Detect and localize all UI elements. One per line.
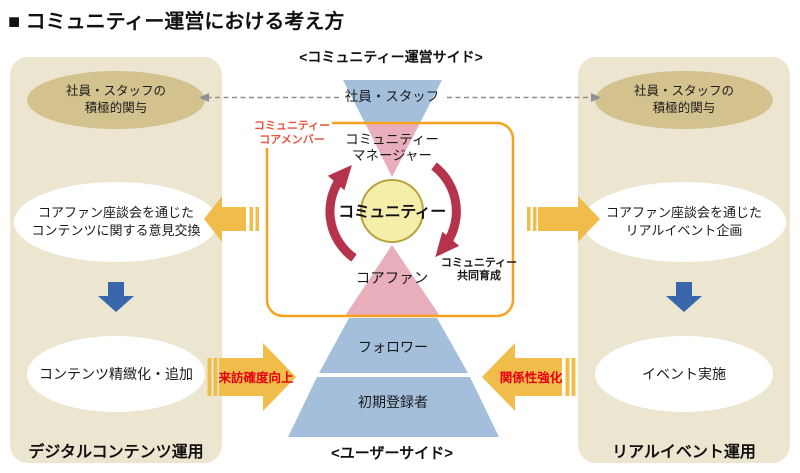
event-execution-ellipse: イベント実施	[595, 336, 773, 412]
management-side-heading: <コミュニティー運営サイド>	[299, 49, 483, 65]
rotation-arrow-left-icon	[325, 164, 357, 262]
staff-label: 社員・スタッフ	[345, 89, 440, 104]
down-arrow-icon	[666, 282, 702, 312]
yellow-arrow-left-icon	[204, 196, 259, 242]
event-planning-line2: リアルイベント企画	[625, 223, 743, 238]
content-refinement-label: コンテンツ精緻化・追加	[39, 365, 193, 382]
center-pyramid-graphic: コミュニティー コアメンバー 来訪確度向上 関係性	[199, 49, 601, 462]
manager-label: コミュニティー	[345, 132, 439, 147]
co-growth-label-line2: 共同育成	[457, 268, 501, 282]
staff-involvement-ellipse-left: 社員・スタッフの 積極的関与	[27, 71, 205, 129]
follower-layer	[319, 318, 468, 373]
staff-involvement-right-line1: 社員・スタッフの	[633, 84, 734, 99]
content-refinement-ellipse: コンテンツ精緻化・追加	[27, 336, 205, 412]
frame-corner-mask	[252, 112, 332, 148]
visit-probability-arrow-icon	[207, 343, 296, 411]
relationship-arrow-icon	[482, 343, 576, 411]
visit-probability-label: 来訪確度向上	[217, 370, 294, 385]
initial-registrant-layer	[288, 377, 499, 437]
core-member-label-line2: コアメンバー	[259, 133, 324, 146]
event-planning-ellipse: コアファン座談会を通じた リアルイベント企画	[582, 182, 786, 262]
manager-label-line2: マネージャー	[352, 148, 432, 163]
dashed-arrow-right-icon	[447, 93, 601, 102]
opinion-exchange-ellipse: コアファン座談会を通じた コンテンツに関する意見交換	[14, 182, 218, 262]
yellow-arrow-right-icon	[527, 196, 600, 242]
staff-involvement-ellipse-right: 社員・スタッフの 積極的関与	[595, 71, 773, 129]
page-title: ■ コミュニティー運営における考え方	[8, 11, 345, 33]
opinion-exchange-line1: コアファン座談会を通じた	[37, 205, 194, 221]
manager-pink-triangle	[365, 123, 420, 177]
user-side-heading: <ユーザーサイド>	[331, 445, 453, 462]
real-event-footer: リアルイベント運用	[612, 444, 756, 461]
staff-involvement-right-line2: 積極的関与	[652, 101, 716, 115]
core-member-label: コミュニティー	[254, 119, 330, 132]
core-member-frame	[265, 121, 515, 318]
co-growth-label: コミュニティー	[441, 256, 517, 269]
opinion-exchange-line2: コンテンツに関する意見交換	[31, 223, 201, 238]
core-fan-label: コアファン	[356, 271, 429, 287]
down-arrow-icon	[98, 282, 134, 312]
rotation-arrow-right-icon	[431, 162, 461, 258]
follower-label: フォロワー	[358, 339, 428, 355]
staff-involvement-left-line1: 社員・スタッフの	[65, 84, 166, 99]
digital-content-footer: デジタルコンテンツ運用	[28, 444, 204, 461]
corefan-pink-triangle	[345, 245, 440, 316]
initial-registrant-label: 初期登録者	[358, 394, 428, 410]
relationship-label: 関係性強化	[500, 370, 563, 385]
staff-involvement-left-line2: 積極的関与	[84, 101, 148, 115]
event-execution-label: イベント実施	[642, 365, 726, 382]
staff-funnel-shape	[343, 80, 442, 123]
dashed-arrow-left-icon	[199, 93, 339, 102]
community-circle-label: コミュニティー	[338, 204, 446, 221]
community-circle	[360, 179, 424, 243]
event-planning-line1: コアファン座談会を通じた	[605, 205, 762, 221]
